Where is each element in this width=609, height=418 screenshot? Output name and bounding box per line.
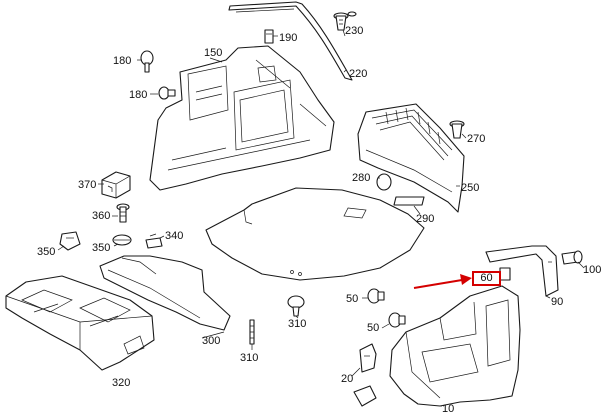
cap-280 bbox=[376, 173, 392, 191]
label-280: 280 bbox=[352, 172, 371, 184]
label-350b: 350 bbox=[92, 242, 111, 254]
label-370: 370 bbox=[78, 179, 97, 191]
label-300: 300 bbox=[202, 335, 221, 347]
label-150: 150 bbox=[204, 47, 223, 59]
label-290: 290 bbox=[416, 213, 435, 225]
label-180b: 180 bbox=[129, 89, 148, 101]
label-90: 90 bbox=[551, 296, 564, 308]
rear-panel-250 bbox=[357, 103, 465, 213]
label-60: 60 bbox=[480, 272, 493, 284]
clip-190 bbox=[264, 29, 274, 44]
bracket-20 bbox=[353, 343, 377, 407]
block-370 bbox=[101, 171, 131, 199]
label-10: 10 bbox=[442, 403, 455, 415]
clip-350b bbox=[112, 234, 132, 246]
trim-panel-300 bbox=[99, 255, 231, 331]
clip-50b bbox=[388, 312, 406, 328]
label-360: 360 bbox=[92, 210, 111, 222]
clip-100 bbox=[561, 250, 583, 265]
highlight-box-60: 60 bbox=[472, 271, 501, 286]
clip-180a bbox=[140, 50, 154, 73]
label-270: 270 bbox=[467, 133, 486, 145]
label-220: 220 bbox=[349, 68, 368, 80]
plate-290 bbox=[393, 196, 425, 206]
label-180a: 180 bbox=[113, 55, 132, 67]
label-100: 100 bbox=[583, 264, 602, 276]
label-310a: 310 bbox=[288, 318, 307, 330]
clip-230 bbox=[333, 11, 357, 31]
label-310b: 310 bbox=[240, 352, 259, 364]
label-20: 20 bbox=[341, 373, 354, 385]
storage-tray-320 bbox=[5, 275, 155, 371]
floor-mat bbox=[205, 187, 425, 281]
side-panel-10 bbox=[389, 285, 521, 407]
label-230: 230 bbox=[345, 25, 364, 37]
pin-310a bbox=[287, 295, 305, 317]
label-190: 190 bbox=[279, 32, 298, 44]
side-panel-150 bbox=[149, 45, 335, 191]
clip-340 bbox=[145, 233, 163, 249]
screw-360 bbox=[116, 203, 130, 223]
clip-350a bbox=[59, 231, 81, 251]
bracket-90 bbox=[485, 245, 559, 297]
label-320: 320 bbox=[112, 377, 131, 389]
leader-lines bbox=[57, 29, 585, 407]
label-250: 250 bbox=[461, 182, 480, 194]
label-340: 340 bbox=[165, 230, 184, 242]
clip-180b bbox=[158, 86, 176, 100]
label-350a: 350 bbox=[37, 246, 56, 258]
clip-60 bbox=[499, 267, 511, 281]
label-50b: 50 bbox=[367, 322, 380, 334]
clip-50a bbox=[367, 288, 385, 304]
highlight-arrow bbox=[413, 274, 472, 289]
pin-310b bbox=[249, 319, 255, 345]
trim-strip-220 bbox=[228, 1, 353, 81]
label-50a: 50 bbox=[346, 293, 359, 305]
clip-270 bbox=[449, 120, 465, 139]
